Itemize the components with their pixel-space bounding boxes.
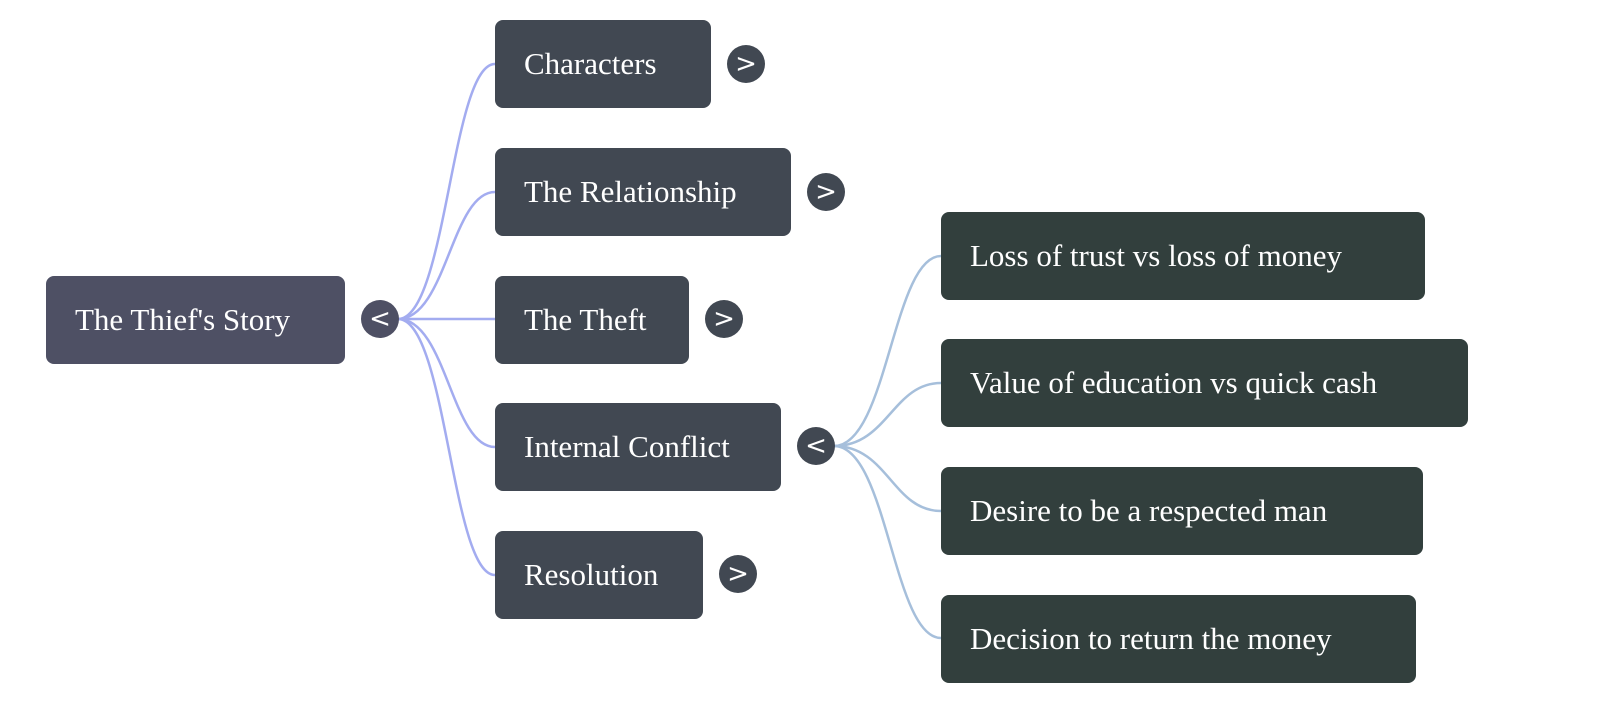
leaf-label: Desire to be a respected man <box>970 493 1328 528</box>
branch-label: Resolution <box>524 557 659 592</box>
chevron-left-icon: < <box>805 431 827 461</box>
branch-node-theft[interactable]: The Theft <box>495 276 689 364</box>
expand-toggle-theft[interactable]: > <box>705 300 743 338</box>
expand-toggle-characters[interactable]: > <box>727 45 765 83</box>
branch-label: Internal Conflict <box>524 429 730 464</box>
branch-node-resolution[interactable]: Resolution <box>495 531 703 619</box>
branch-label: Characters <box>524 46 657 81</box>
leaf-node-trust[interactable]: Loss of trust vs loss of money <box>941 212 1425 300</box>
edge-conflict-education <box>833 381 942 448</box>
leaf-node-education[interactable]: Value of education vs quick cash <box>941 339 1468 427</box>
leaf-node-return-money[interactable]: Decision to return the money <box>941 595 1416 683</box>
root-node[interactable]: The Thief's Story <box>46 276 345 364</box>
edge-root-characters <box>397 62 496 321</box>
edge-root-resolution <box>397 317 496 577</box>
root-collapse-toggle[interactable]: < <box>361 300 399 338</box>
edge-conflict-respected <box>833 444 942 513</box>
leaf-label: Value of education vs quick cash <box>970 365 1378 400</box>
edge-conflict-trust <box>833 254 942 448</box>
edge-conflict-return <box>833 444 942 640</box>
expand-toggle-resolution[interactable]: > <box>719 555 757 593</box>
leaf-label: Decision to return the money <box>970 621 1332 656</box>
chevron-right-icon: > <box>815 177 837 207</box>
collapse-toggle-internal-conflict[interactable]: < <box>797 427 835 465</box>
chevron-right-icon: > <box>727 559 749 589</box>
chevron-right-icon: > <box>713 304 735 334</box>
branch-node-characters[interactable]: Characters <box>495 20 711 108</box>
branch-label: The Relationship <box>524 174 737 209</box>
chevron-left-icon: < <box>369 304 391 334</box>
root-node-label: The Thief's Story <box>75 302 291 337</box>
branch-node-relationship[interactable]: The Relationship <box>495 148 791 236</box>
leaf-label: Loss of trust vs loss of money <box>970 238 1342 273</box>
edge-root-relationship <box>397 190 496 321</box>
chevron-right-icon: > <box>735 49 757 79</box>
branch-node-internal-conflict[interactable]: Internal Conflict <box>495 403 781 491</box>
edge-root-internal-conflict <box>397 317 496 449</box>
branch-label: The Theft <box>524 302 647 337</box>
expand-toggle-relationship[interactable]: > <box>807 173 845 211</box>
leaf-node-respected[interactable]: Desire to be a respected man <box>941 467 1423 555</box>
